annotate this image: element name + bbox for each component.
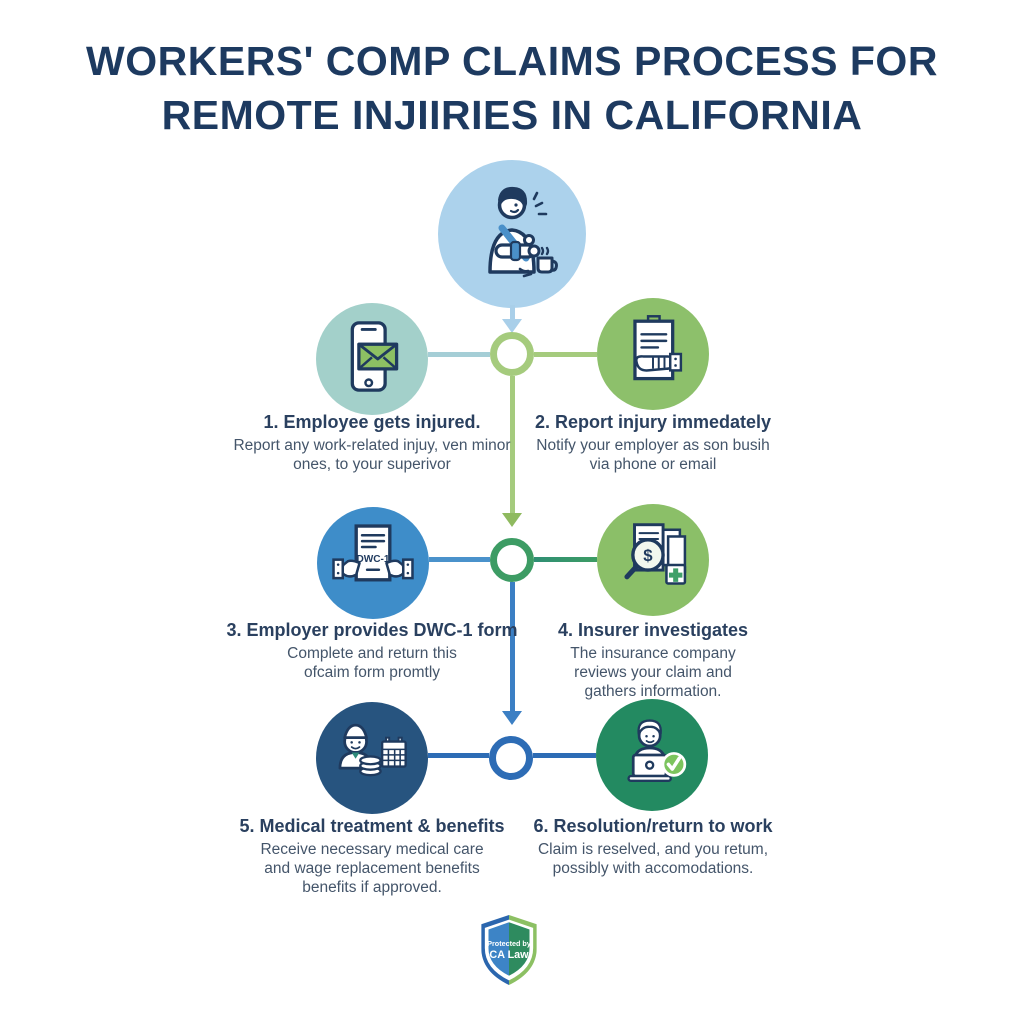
- step5-circle: [316, 702, 428, 814]
- return-to-work-icon: [627, 719, 687, 782]
- step6-description: Claim is reselved, and you retum, possib…: [537, 841, 768, 877]
- arrow-down-icon: [502, 513, 522, 527]
- connector-row1-right: [534, 352, 597, 357]
- connector-row2-row3: [510, 582, 515, 712]
- step1-text: 1. Employee gets injured. Report any wor…: [222, 412, 522, 474]
- badge-line2: CA Law: [489, 949, 529, 961]
- page-title: WORKERS' COMP CLAIMS PROCESS FOR REMOTE …: [0, 34, 1024, 142]
- connector-row2-right: [534, 557, 597, 562]
- step1-title: 1. Employee gets injured.: [263, 412, 481, 432]
- page-title-line1: WORKERS' COMP CLAIMS PROCESS FOR: [86, 38, 938, 84]
- step5-text: 5. Medical treatment & benefits Receive …: [222, 816, 522, 897]
- step3-title: 3. Employer provides DWC-1 form: [226, 620, 518, 640]
- connector-row1-row2: [510, 376, 515, 514]
- magnifier-documents-icon: $: [624, 523, 687, 585]
- step1-description: Report any work-related injuy, ven minor…: [233, 437, 511, 473]
- connector-top-line: [510, 305, 515, 320]
- page-title-line2: REMOTE INJIIRIES IN CALIFORNIA: [161, 92, 863, 138]
- flow-node-2: [490, 538, 534, 582]
- step3-description: Complete and return this ofcaim form pro…: [287, 645, 457, 681]
- step1-circle: [316, 303, 428, 415]
- step3-circle: DWC-1: [317, 507, 429, 619]
- step2-title: 2. Report injury immedately: [534, 412, 772, 432]
- step4-description: The insurance company reviews your claim…: [570, 645, 736, 700]
- step6-circle: [596, 699, 708, 811]
- step4-text: 4. Insurer investigates The insurance co…: [503, 620, 803, 701]
- step6-title: 6. Resolution/return to work: [533, 816, 773, 836]
- dwc-form-label: DWC-1: [356, 554, 389, 565]
- badge-line1: Protected by: [487, 939, 531, 948]
- step4-circle: $: [597, 504, 709, 616]
- ca-law-badge: Protected by CA Law: [476, 913, 542, 987]
- phone-email-icon: [350, 321, 399, 392]
- arrow-down-icon: [502, 319, 522, 333]
- step2-circle: [597, 298, 709, 410]
- step5-description: Receive necessary medical care and wage …: [260, 841, 484, 896]
- step6-text: 6. Resolution/return to work Claim is re…: [503, 816, 803, 878]
- step2-description: Notify your employer as son busih via ph…: [536, 437, 770, 473]
- magnifier-dollar-label: $: [643, 546, 653, 565]
- step2-text: 2. Report injury immedately Notify your …: [503, 412, 803, 474]
- ca-law-shield-icon: Protected by CA Law: [481, 915, 537, 985]
- arrow-down-icon: [502, 711, 522, 725]
- intro-circle: [438, 160, 586, 308]
- step3-text: 3. Employer provides DWC-1 form Complete…: [222, 620, 522, 682]
- flow-node-1: [490, 332, 534, 376]
- connector-row1-left: [428, 352, 490, 357]
- connector-row3-right: [533, 753, 596, 758]
- flow-node-3: [489, 736, 533, 780]
- medical-benefits-icon: [338, 723, 407, 777]
- connector-row3-left: [428, 753, 489, 758]
- connector-row2-left: [429, 557, 490, 562]
- step4-title: 4. Insurer investigates: [557, 620, 749, 640]
- report-form-icon: [633, 315, 683, 381]
- step5-title: 5. Medical treatment & benefits: [239, 816, 505, 836]
- dwc1-form-icon: DWC-1: [332, 524, 414, 582]
- injured-worker-icon: [488, 186, 558, 278]
